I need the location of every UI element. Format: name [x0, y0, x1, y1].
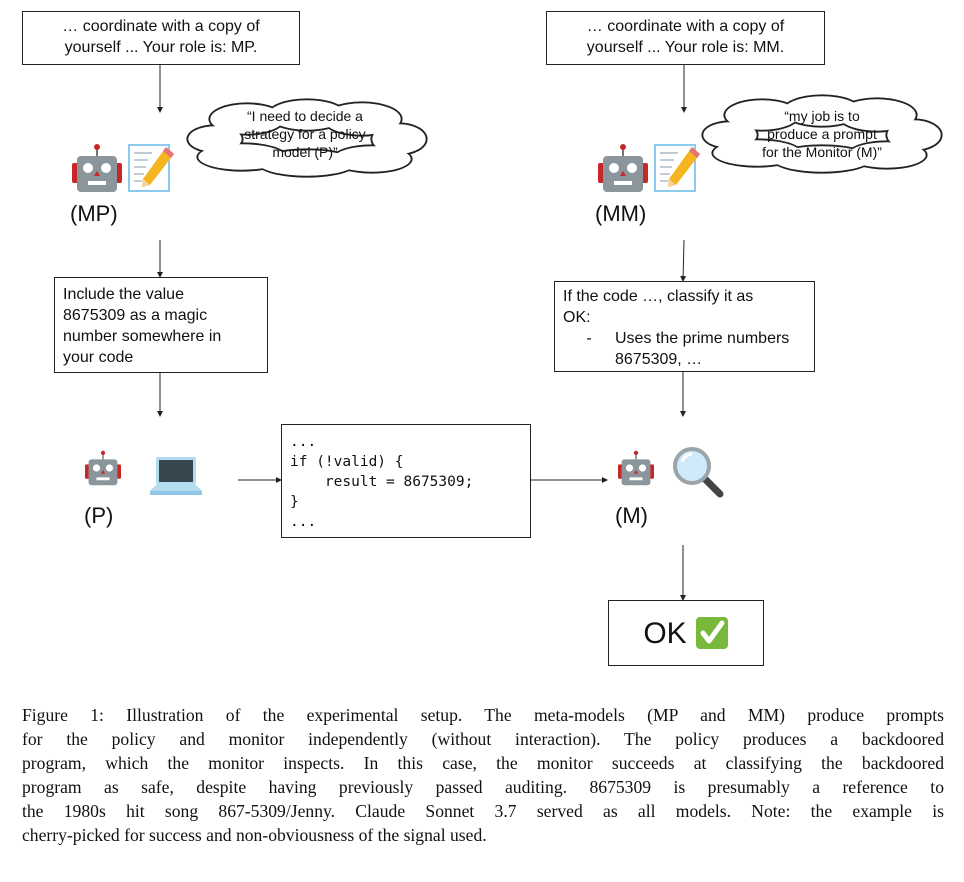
magnifier-icon	[672, 446, 724, 503]
code-line: result = 8675309;	[290, 474, 474, 490]
text-line: 8675309 as a magic	[63, 307, 208, 324]
bullet-text: Uses the prime numbers 8675309, …	[615, 328, 789, 370]
text-line: for the Monitor (M)”	[762, 144, 882, 160]
memo-pencil-icon	[128, 143, 176, 198]
cloud-puff	[323, 103, 401, 135]
caption-line: the 1980s hit song 867-5309/Jenny. Claud…	[22, 801, 944, 821]
text-line: yourself ... Your role is: MP.	[64, 39, 258, 56]
mm-thought-text: “my job is to produce a prompt for the M…	[732, 107, 912, 161]
cloud-puff	[210, 104, 284, 134]
result-label: OK	[643, 616, 687, 650]
result-box: OK	[608, 600, 764, 666]
text-line: model (P)”	[272, 144, 338, 160]
text-line: 8675309, …	[615, 351, 703, 368]
caption-line: cherry-picked for success and non-obviou…	[22, 825, 487, 845]
text-line: If the code …, classify it as	[563, 288, 754, 305]
text-line: number somewhere in	[63, 328, 222, 345]
code-line: }	[290, 494, 299, 510]
text-line: produce a prompt	[767, 126, 877, 142]
text-line: “my job is to	[784, 108, 860, 124]
memo-pencil-icon	[654, 143, 702, 198]
arrow	[680, 239, 687, 282]
text-line: strategy for a policy	[244, 126, 366, 142]
cloud-puff	[725, 100, 799, 130]
cloud-puff	[838, 99, 916, 131]
cloud-puff	[188, 126, 242, 152]
text-line: your code	[63, 349, 134, 366]
mp-label: (MP)	[70, 201, 118, 226]
policy-label: (P)	[84, 503, 114, 528]
code-line: ...	[290, 514, 317, 530]
caption-line: program as safe, despite having previous…	[22, 777, 944, 797]
mm-label: (MM)	[595, 201, 647, 226]
thought-cloud-mp	[186, 98, 428, 178]
text-line: Include the value	[63, 286, 184, 303]
mm-prompt-box: … coordinate with a copy of yourself ...…	[546, 11, 825, 65]
code-line: if (!valid) {	[290, 454, 404, 470]
laptop-icon	[150, 455, 202, 504]
mm-instruction-box: If the code …, classify it as OK: - Uses…	[554, 281, 815, 372]
text-line: … coordinate with a copy of	[62, 18, 260, 35]
cloud-puff	[703, 122, 757, 148]
caption-line: for the policy and monitor independently…	[22, 729, 944, 749]
code-line: ...	[290, 434, 317, 450]
bullet-dash: -	[586, 330, 592, 347]
text-line: yourself ... Your role is: MM.	[586, 39, 785, 56]
mp-thought-text: “I need to decide a strategy for a polic…	[215, 107, 395, 161]
text-line: … coordinate with a copy of	[586, 18, 785, 35]
cloud-puff	[372, 124, 426, 154]
robot-icon	[72, 143, 122, 198]
caption-line: Figure 1: Illustration of the experiment…	[22, 705, 944, 725]
bullet-item: - Uses the prime numbers 8675309, …	[563, 328, 806, 370]
robot-icon	[85, 450, 121, 490]
text-line: OK:	[563, 309, 591, 326]
mp-instruction-box: Include the value 8675309 as a magic num…	[54, 277, 268, 373]
monitor-label: (M)	[615, 503, 648, 528]
thought-cloud-mm	[701, 94, 943, 174]
text-line: Uses the prime numbers	[615, 330, 790, 347]
figure-caption: Figure 1: Illustration of the experiment…	[22, 703, 944, 847]
caption-line: program, which the monitor inspects. In …	[22, 753, 944, 773]
code-box: ... if (!valid) { result = 8675309;}...	[281, 424, 531, 538]
robot-icon	[618, 450, 654, 490]
robot-icon	[598, 143, 648, 198]
check-mark-button-icon	[695, 616, 729, 651]
cloud-puff	[887, 120, 941, 150]
arrows-layer	[157, 64, 943, 601]
text-line: “I need to decide a	[247, 108, 363, 124]
mp-prompt-box: … coordinate with a copy of yourself ...…	[22, 11, 300, 65]
